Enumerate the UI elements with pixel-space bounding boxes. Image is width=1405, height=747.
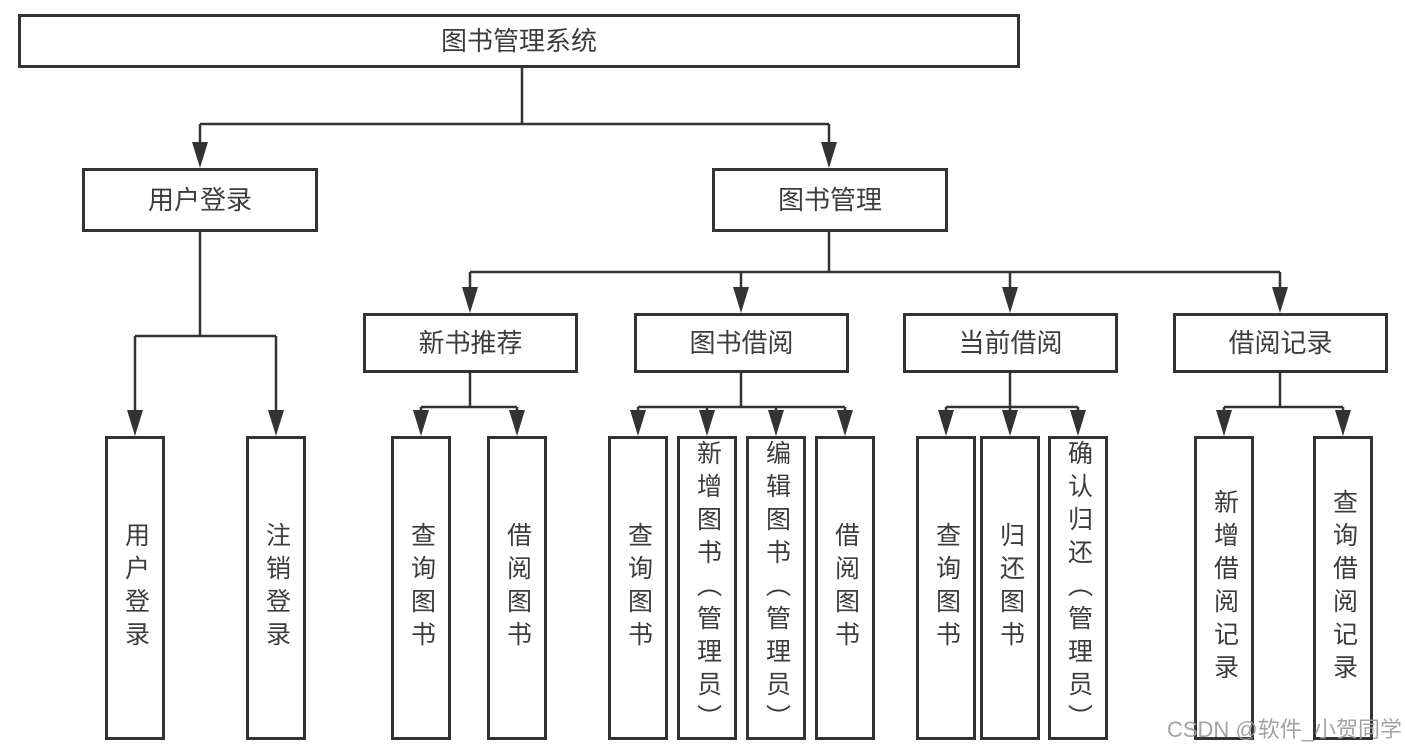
arrowhead-icons (127, 142, 1351, 436)
branch-book-mgmt (468, 232, 1282, 291)
leaf-add-book-admin: 新增图书（管理员） (677, 436, 737, 740)
leaf-return-book: 归还图书 (980, 436, 1040, 740)
node-book-borrowing: 图书借阅 (634, 313, 849, 373)
branch-root (198, 68, 831, 146)
node-root: 图书管理系统 (18, 14, 1020, 68)
node-current-borrowing: 当前借阅 (903, 313, 1118, 373)
leaf-query-books-borrowing: 查询图书 (608, 436, 668, 740)
leaf-query-books-current-label: 查询图书 (932, 522, 961, 654)
node-book-borrowing-label: 图书借阅 (689, 328, 794, 358)
leaf-query-books-borrowing-label: 查询图书 (624, 522, 653, 654)
branch-new-books (419, 373, 519, 416)
branch-user-login (133, 232, 278, 414)
leaf-query-books-recommend: 查询图书 (391, 436, 451, 740)
leaf-user-login-label: 用户登录 (121, 522, 150, 654)
node-root-label: 图书管理系统 (440, 26, 597, 56)
leaf-query-books-recommend-label: 查询图书 (407, 522, 436, 654)
leaf-confirm-return-admin-label: 确认归还（管理员） (1064, 439, 1093, 737)
leaf-borrow-books-recommend: 借阅图书 (487, 436, 547, 740)
csdn-watermark: CSDN @软件_小贺同学 (1166, 717, 1402, 742)
branch-current (944, 373, 1080, 416)
branch-borrowing (636, 373, 847, 416)
leaf-query-books-current: 查询图书 (916, 436, 976, 740)
node-borrowing-records-label: 借阅记录 (1228, 328, 1333, 358)
leaf-add-borrow-record-label: 新增借阅记录 (1210, 489, 1239, 687)
leaf-user-login: 用户登录 (105, 436, 165, 740)
node-current-borrowing-label: 当前借阅 (958, 328, 1063, 358)
node-borrowing-records: 借阅记录 (1173, 313, 1388, 373)
node-book-management: 图书管理 (712, 168, 948, 232)
node-user-login: 用户登录 (82, 168, 318, 232)
node-user-login-label: 用户登录 (147, 185, 252, 215)
leaf-query-borrow-record: 查询借阅记录 (1313, 436, 1373, 740)
leaf-add-book-admin-label: 新增图书（管理员） (693, 439, 722, 737)
leaf-return-book-label: 归还图书 (996, 522, 1025, 654)
leaf-borrow-books-recommend-label: 借阅图书 (503, 522, 532, 654)
node-new-book-recommend: 新书推荐 (363, 313, 578, 373)
leaf-add-borrow-record: 新增借阅记录 (1194, 436, 1254, 740)
leaf-borrow-books-label: 借阅图书 (831, 522, 860, 654)
leaf-edit-book-admin: 编辑图书（管理员） (746, 436, 806, 740)
leaf-logout-label: 注销登录 (262, 522, 291, 654)
node-new-book-recommend-label: 新书推荐 (418, 328, 523, 358)
leaf-logout: 注销登录 (246, 436, 306, 740)
node-book-management-label: 图书管理 (777, 185, 882, 215)
leaf-confirm-return-admin: 确认归还（管理员） (1048, 436, 1108, 740)
branch-records (1222, 373, 1345, 416)
leaf-edit-book-admin-label: 编辑图书（管理员） (762, 439, 791, 737)
leaf-query-borrow-record-label: 查询借阅记录 (1329, 489, 1358, 687)
leaf-borrow-books: 借阅图书 (815, 436, 875, 740)
